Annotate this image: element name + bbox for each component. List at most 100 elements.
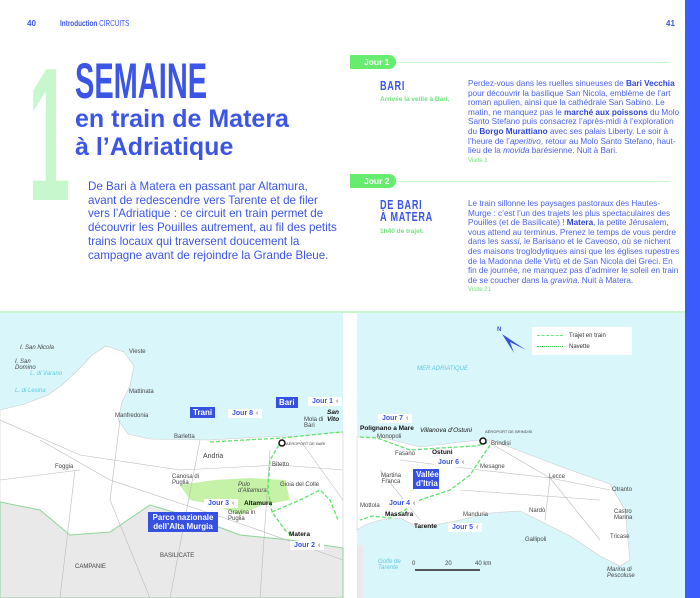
train-route <box>359 436 491 451</box>
place-label: I. San Domino <box>15 359 36 371</box>
title-line-3: à l’Adriatique <box>75 133 234 161</box>
train-route <box>209 431 344 443</box>
roads <box>379 442 611 541</box>
page-number-right: 41 <box>666 19 675 28</box>
text-segment: , retour au Molo Santo Stefano, haut-lie… <box>468 136 676 156</box>
day-2-body: Le train sillonne les paysages pastoraux… <box>468 199 683 294</box>
place-label: Villanova d’Ostuni <box>420 427 472 434</box>
text-segment: sassi <box>500 237 520 247</box>
highlight-text: Bari Vecchia <box>625 79 675 88</box>
map-top-rule <box>0 311 685 313</box>
roads <box>0 419 344 598</box>
compass-label: N <box>497 327 502 333</box>
text-segment: du Molo Santo Stefano puis consacrez l’a… <box>468 107 680 136</box>
day-1-subtitle: Arrivée la veille à Bari. <box>380 96 450 103</box>
text-segment: Le train sillonne les paysages pastoraux… <box>468 199 671 228</box>
place-label: Matera <box>289 531 310 538</box>
page-number-left: 40 <box>27 19 36 28</box>
day-1-title: BARI <box>380 78 406 93</box>
sea-label: MER ADRIATIQUE <box>417 366 469 372</box>
place-label: Otranto <box>612 487 633 493</box>
dotted-line-icon <box>537 346 563 347</box>
place-label: Gallipoli <box>525 537 547 543</box>
highlight-parc: Parco nazionale dell’Alta Murgia <box>148 512 218 532</box>
day-marker: Jour 1 <box>308 397 343 406</box>
scale-label: 20 <box>445 561 452 567</box>
dash-line-icon <box>537 335 563 336</box>
divider <box>396 62 670 63</box>
category-label: CIRCUITS <box>99 19 130 28</box>
text-segment: pour découvrir la basilique San Nicola, … <box>468 88 671 117</box>
park-area <box>180 478 290 515</box>
map-left <box>0 313 344 598</box>
train-route <box>267 439 293 537</box>
place-label: Canosa di Puglia <box>172 474 200 486</box>
place-label: Lecce <box>549 474 566 480</box>
text-segment: gravina <box>550 275 578 285</box>
map-graphics <box>0 311 685 598</box>
gulf-label: Golfe de Tarente <box>378 559 401 571</box>
title-main: SEMAINE <box>75 53 208 109</box>
place-label: Brindisi <box>491 441 511 447</box>
place-label: Manfredonia <box>115 413 149 419</box>
day-marker: Jour 8 <box>228 409 263 418</box>
place-label: Mesagne <box>480 464 505 470</box>
place-label: Martina Franca <box>380 473 401 485</box>
place-label: Gravina in Puglia <box>228 510 256 522</box>
lake-label: L. di Varano <box>30 371 63 377</box>
highlight-itria: Vallée d’Itria <box>413 469 439 489</box>
place-label: Altamura <box>244 500 273 507</box>
text-segment: avec ses palais Liberty. Le soir à l’heu… <box>468 126 669 146</box>
legend-train: Trajet en train <box>537 330 627 341</box>
intro-paragraph: De Bari à Matera en passant par Altamura… <box>88 180 337 262</box>
day-2-title: DE BARI À MATERA <box>380 197 433 224</box>
place-label: Mattinata <box>129 389 154 395</box>
day-1-body: Perdez-vous dans les ruelles sinueuses d… <box>468 79 683 165</box>
highlight-bari: Bari <box>276 397 298 408</box>
place-label: Massafra <box>385 511 414 518</box>
place-label: Ostuni <box>432 449 453 456</box>
text-segment: , le Barisano et le Caveoso, où se niche… <box>468 237 680 285</box>
region-label: CAMPANIE <box>75 564 106 570</box>
airport-icon <box>278 439 286 447</box>
compass-icon <box>502 334 526 353</box>
airport-label: AÉROPORT DE BARI <box>286 441 326 446</box>
place-label: Pulo d’Altamura <box>238 482 267 494</box>
running-header: Introduction CIRCUITS <box>60 19 147 28</box>
day-1-badge: Jour 1 <box>350 55 396 69</box>
map-legend: Trajet en train Navette <box>532 327 632 355</box>
title-line-2: en train de Matera <box>75 105 289 133</box>
text-segment: aperitivo <box>509 136 541 146</box>
day-2-visit: Visite 21 <box>468 287 491 294</box>
place-label: Fasano <box>395 451 416 457</box>
highlight-text: Borgo Murattiano <box>479 126 548 136</box>
place-label: Mola di Bari <box>304 417 324 429</box>
scale-label: 40 km <box>475 561 492 567</box>
highlight-text: Matera <box>566 218 594 228</box>
place-label: Mottola <box>360 503 380 509</box>
day-marker: Jour 3 <box>204 499 239 508</box>
text-segment: Perdez-vous dans les ruelles sinueuses d… <box>468 79 626 88</box>
region-label: BASILICATE <box>160 553 195 559</box>
place-label: Barletta <box>174 434 195 440</box>
land-strip <box>357 545 363 598</box>
text-segment: movida <box>503 146 530 156</box>
place-label: San Vito <box>327 409 340 423</box>
airport-icon <box>479 437 487 445</box>
place-label: Marina di Pescoluse <box>607 567 635 579</box>
day-marker: Jour 4 <box>385 499 420 508</box>
place-label: Andria <box>203 453 224 460</box>
divider <box>396 181 670 182</box>
place-label: Manduria <box>463 512 489 518</box>
place-label: Monopoli <box>377 434 402 440</box>
text-segment: , la petite Jérusalem, vous attend au te… <box>468 218 676 247</box>
day-marker: Jour 2 <box>290 541 325 550</box>
place-label: Castro Marina <box>614 509 633 521</box>
place-label: Bitetto <box>272 462 290 468</box>
big-number: 1 <box>28 29 71 241</box>
day-marker: Jour 7 <box>378 414 413 423</box>
section-label: Introduction <box>60 19 98 28</box>
legend-label: Navette <box>569 343 590 350</box>
day-marker: Jour 5 <box>448 523 483 532</box>
